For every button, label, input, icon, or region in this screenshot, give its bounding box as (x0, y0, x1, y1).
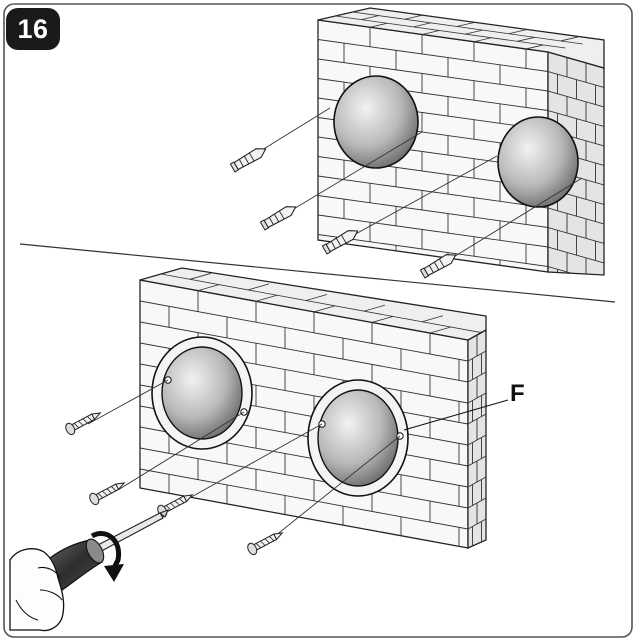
flange-ring-right (307, 379, 409, 497)
wall-hole-right-top (497, 116, 579, 208)
part-callout-label: F (510, 380, 525, 407)
alignment-lines-top (261, 107, 583, 259)
step-number-badge: 16 (6, 8, 60, 50)
panel-divider (19, 243, 616, 303)
alignment-lines-bottom (87, 379, 509, 541)
screw-icon (89, 482, 126, 506)
wall-plug-icon (229, 148, 267, 173)
hand-icon (9, 548, 65, 632)
rotation-arrow-icon (90, 531, 124, 582)
wall-hole-left-top (333, 75, 419, 169)
screw-icon (65, 412, 102, 436)
flange-ring-left (151, 336, 253, 450)
screw-icon (247, 532, 284, 556)
wall-plug-icon (259, 206, 297, 231)
wall-plug-icon (321, 230, 359, 255)
wall-plug-icon (419, 254, 457, 279)
